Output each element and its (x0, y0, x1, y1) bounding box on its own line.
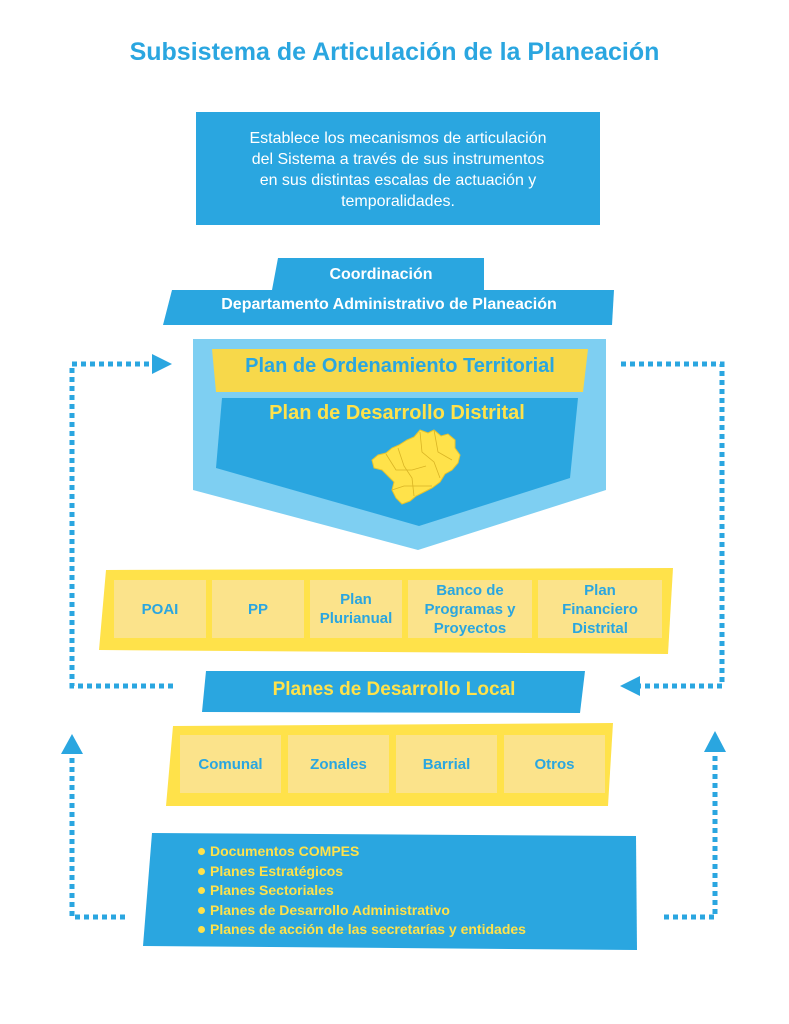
list-item: Planes Sectoriales (198, 881, 526, 901)
description-text: Establece los mecanismos de articulación… (249, 130, 547, 210)
documents-list: Documentos COMPES Planes Estratégicos Pl… (198, 842, 526, 940)
local-plans-label: Planes de Desarrollo Local (272, 679, 516, 700)
instrument-pp: PP (212, 580, 304, 638)
dotted-arrows (69, 361, 725, 920)
coordination-label: Coordinación (329, 266, 433, 283)
page-title: Subsistema de Articulación de la Planeac… (129, 38, 660, 66)
scale-comunal: Comunal (180, 735, 281, 793)
list-item: Planes Estratégicos (198, 862, 526, 882)
bullet-icon (198, 906, 205, 914)
scale-zonales: Zonales (288, 735, 389, 793)
bullet-icon (198, 867, 205, 875)
coordination-banner-bottom (163, 290, 614, 325)
bullet-icon (198, 887, 205, 895)
left-lower-arrow (69, 752, 125, 920)
instrument-banco-programas: Banco de Programas y Proyectos (408, 580, 532, 638)
description-box (196, 112, 600, 225)
arrow-heads (61, 354, 726, 754)
arrowhead-left-icon (620, 676, 640, 696)
coordination-agency: Departamento Administrativo de Planeació… (221, 296, 557, 313)
list-item: Planes de Desarrollo Administrativo (198, 901, 526, 921)
instrument-plan-financiero: Plan Financiero Distrital (538, 580, 662, 638)
documents-box (143, 833, 637, 950)
pot-banner (212, 349, 588, 392)
scale-barrial: Barrial (396, 735, 497, 793)
right-lower-arrow (664, 750, 718, 920)
local-plans-banner (202, 671, 585, 713)
scale-otros: Otros (504, 735, 605, 793)
bullet-icon (198, 848, 205, 856)
bogota-map-icon (371, 429, 461, 505)
coordination-banner-top (272, 258, 484, 290)
pdd-label: Plan de Desarrollo Distrital (269, 402, 525, 424)
arrowhead-up-icon (61, 734, 83, 754)
arrowhead-right-icon (152, 354, 172, 374)
left-upper-arrow (69, 361, 173, 689)
list-item: Documentos COMPES (198, 842, 526, 862)
pot-label: Plan de Ordenamiento Territorial (245, 355, 555, 377)
bullet-icon (198, 926, 205, 934)
instrument-plan-plurianual: Plan Plurianual (310, 580, 402, 638)
instrument-poai: POAI (114, 580, 206, 638)
arrowhead-up-icon (704, 731, 726, 752)
list-item: Planes de acción de las secretarías y en… (198, 920, 526, 940)
right-upper-arrow (621, 361, 725, 689)
